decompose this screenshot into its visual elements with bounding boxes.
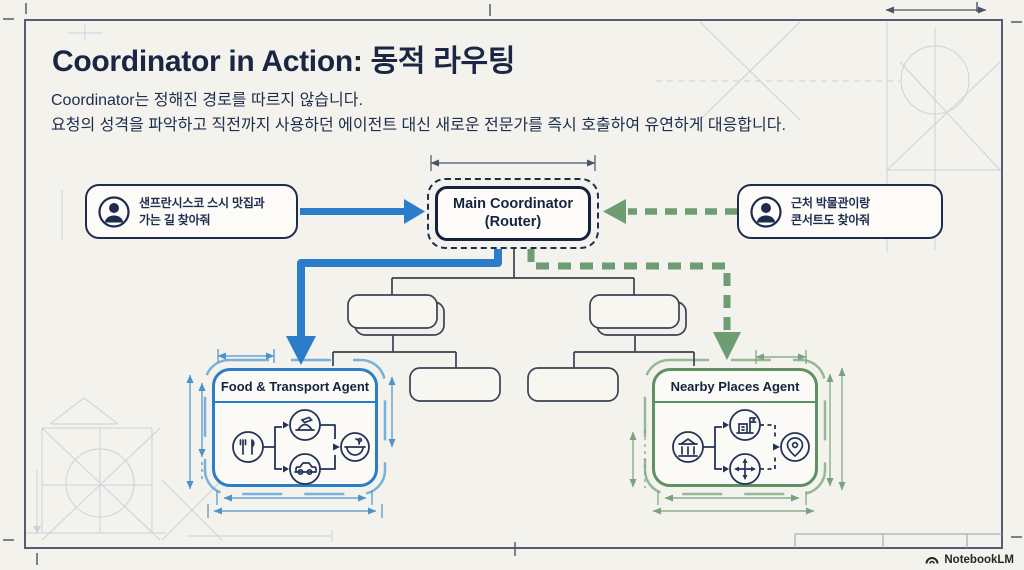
left-query-arrow [300,199,425,224]
user-query-left: 샌프란시스코 스시 맛집과 가는 길 찾아줘 [85,184,298,239]
tree-node-empty [527,367,619,402]
subtitle-line-2: 요청의 성격을 파악하고 직전까지 사용하던 에이전트 대신 새로운 전문가를 … [51,117,786,134]
user-avatar-icon [98,195,130,228]
notebooklm-mark-icon [925,557,939,564]
decision-tree-connectors [332,249,695,402]
nearby-places-agent-node: Nearby Places Agent [652,368,818,487]
landmark-flag-icon [736,417,757,434]
tree-node-empty [409,367,501,402]
nearby-agent-flow [672,409,810,485]
dimension-lines-blue [186,349,396,518]
right-query-arrow [603,199,737,224]
food-transport-agent-node: Food & Transport Agent [212,368,378,487]
sushi-icon [295,416,315,431]
directions-cross-icon [734,458,756,480]
food-agent-flow [232,409,370,485]
tree-node-empty [589,294,680,329]
user-avatar-icon [750,195,782,228]
user-query-left-text: 샌프란시스코 스시 맛집과 가는 길 찾아줘 [139,195,265,227]
car-icon [294,462,317,476]
utensils-icon [239,439,255,455]
notebooklm-label: NotebookLM [944,554,1014,566]
coordinator-title: Main Coordinator [452,195,574,212]
title-block-strip [794,533,1002,548]
notebooklm-logo: NotebookLM [925,553,1014,567]
food-transport-agent-label: Food & Transport Agent [215,371,375,403]
museum-icon [678,437,698,457]
dimension-lines-gray [430,6,987,171]
route-to-food-agent-arrow [286,249,502,365]
tree-node-empty [347,294,438,329]
main-coordinator-node: Main Coordinator (Router) [427,178,599,249]
subtitle-line-1: Coordinator는 정해진 경로를 따르지 않습니다. [51,92,363,109]
dimension-lines-green [629,350,846,515]
user-query-right: 근처 박물관이랑 콘서트도 찾아줘 [737,184,943,239]
nearby-places-agent-label: Nearby Places Agent [655,371,815,403]
user-query-right-text: 근처 박물관이랑 콘서트도 찾아줘 [791,195,871,227]
page-title: Coordinator in Action: 동적 라우팅 [52,45,516,78]
soup-bowl-icon [344,437,366,456]
route-to-nearby-agent-arrow [527,249,741,360]
blueprint-construction-lines [26,21,1002,542]
location-pin-icon [786,437,804,458]
coordinator-subtitle: (Router) [484,213,542,230]
